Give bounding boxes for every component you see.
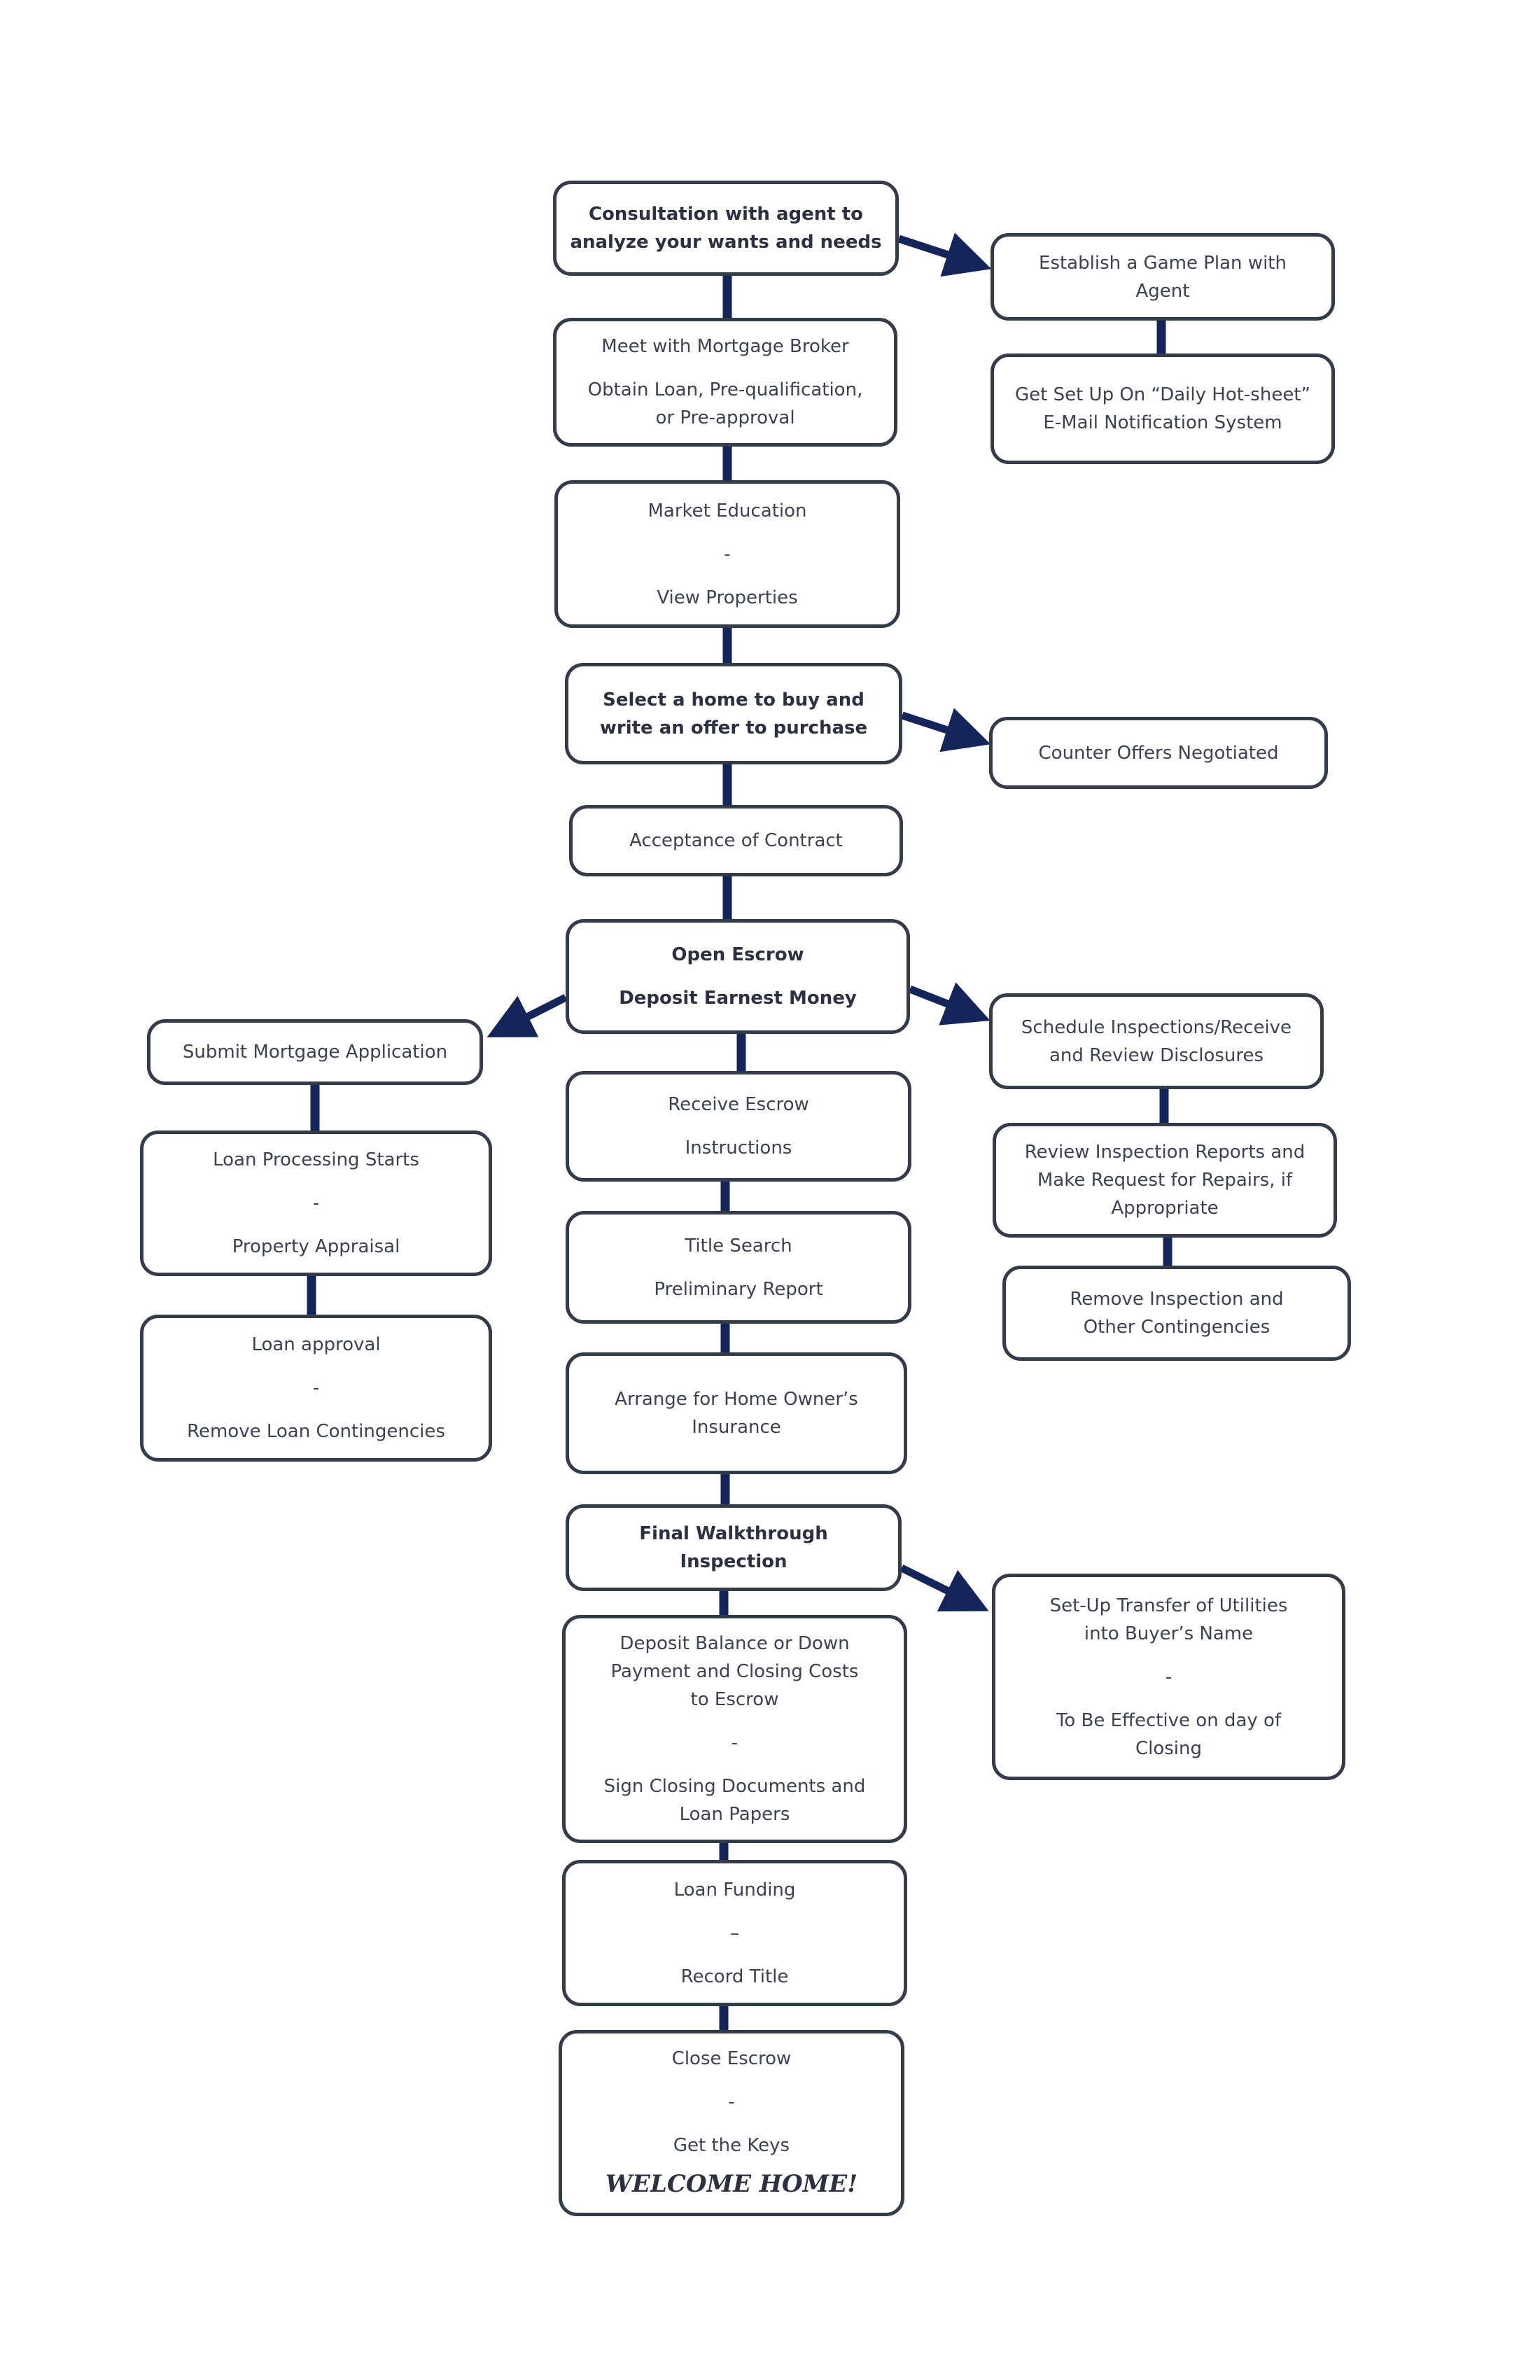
node-text-line: E-Mail Notification System — [1043, 412, 1282, 433]
node-text-line: Submit Mortgage Application — [182, 1042, 448, 1063]
separator-dash: - — [1165, 1666, 1172, 1688]
arrow-n1-r1 — [897, 232, 992, 277]
node-text-line: Obtain Loan, Pre-qualification, — [587, 379, 863, 400]
node-text-line: Get the Keys — [673, 2135, 790, 2156]
node-text-line: Consultation with agent to — [588, 204, 864, 225]
node-text-line: Appropriate — [1111, 1198, 1219, 1219]
node-text-line: Set-Up Transfer of Utilities — [1049, 1595, 1288, 1616]
node-text-line: Loan Papers — [679, 1804, 790, 1825]
separator-dash: - — [724, 543, 731, 565]
node-loan-approval: Loan approval - Remove Loan Contingencies — [140, 1315, 492, 1462]
node-text-line: Open Escrow — [671, 944, 804, 965]
separator-dash: - — [312, 1378, 320, 1399]
node-consultation: Consultation with agent to analyze your w… — [553, 181, 899, 276]
node-text-line: Select a home to buy and — [603, 689, 864, 710]
node-text-line: Arrange for Home Owner’s — [615, 1389, 858, 1410]
node-text-line: Review Inspection Reports and — [1024, 1142, 1306, 1163]
node-text-line: Remove Loan Contingencies — [187, 1421, 445, 1442]
separator-dash: - — [728, 2092, 735, 2113]
node-text-line: Instructions — [685, 1138, 792, 1158]
separator-dash: – — [730, 1922, 739, 1944]
node-text-line: Deposit Earnest Money — [619, 988, 857, 1009]
arrow-n10-r7 — [899, 1564, 989, 1611]
node-text-line: Preliminary Report — [654, 1278, 823, 1300]
node-text-line: Other Contingencies — [1083, 1317, 1270, 1338]
node-loan-processing: Loan Processing Starts - Property Appraisa… — [140, 1130, 492, 1276]
node-text-line: Inspection — [680, 1551, 788, 1572]
node-text-line: to Escrow — [690, 1689, 779, 1710]
node-text-line: or Pre-approval — [655, 407, 795, 428]
node-text-line: Record Title — [680, 1966, 789, 1987]
node-text-line: Loan Funding — [673, 1879, 796, 1900]
node-text-line: and Review Disclosures — [1049, 1044, 1264, 1066]
node-transfer-utilities: Set-Up Transfer of Utilities into Buyer’s… — [992, 1574, 1345, 1780]
node-text-line: Counter Offers Negotiated — [1038, 742, 1279, 764]
node-text-line: Loan approval — [251, 1334, 381, 1355]
arrow-n4-r3 — [901, 708, 991, 752]
node-submit-mortgage-application: Submit Mortgage Application — [147, 1019, 483, 1085]
node-text-line: Insurance — [692, 1417, 781, 1438]
node-text-line: Market Education — [648, 500, 807, 522]
node-text-line: Deposit Balance or Down — [620, 1633, 850, 1654]
node-select-home: Select a home to buy and write an offer t… — [565, 663, 902, 764]
welcome-home-text: WELCOME HOME! — [605, 2170, 858, 2198]
node-daily-hot-sheet: Get Set Up On “Daily Hot-sheet” E-Mail No… — [990, 354, 1335, 464]
node-acceptance-of-contract: Acceptance of Contract — [569, 805, 903, 876]
node-text-line: Payment and Closing Costs — [610, 1661, 859, 1682]
node-text-line: Sign Closing Documents and — [603, 1776, 866, 1797]
separator-dash: - — [312, 1193, 320, 1214]
node-text-line: Schedule Inspections/Receive — [1021, 1016, 1292, 1038]
node-text-line: into Buyer’s Name — [1084, 1623, 1254, 1644]
node-text-line: Remove Inspection and — [1070, 1289, 1284, 1310]
node-text-line: Receive Escrow — [668, 1094, 809, 1115]
node-text-line: Meet with Mortgage Broker — [601, 336, 849, 357]
node-schedule-inspections: Schedule Inspections/Receive and Review D… — [989, 993, 1324, 1089]
node-text-line: Final Walkthrough — [639, 1523, 828, 1544]
node-text-line: Establish a Game Plan with — [1039, 252, 1287, 274]
arrow-n6-r4 — [908, 982, 990, 1026]
node-text-line: analyze your wants and needs — [570, 232, 882, 253]
node-text-line: Acceptance of Contract — [629, 830, 843, 851]
node-text-line: Agent — [1135, 280, 1190, 302]
node-text-line: Loan Processing Starts — [213, 1149, 419, 1170]
node-market-education: Market Education - View Properties — [554, 480, 900, 628]
node-counter-offers: Counter Offers Negotiated — [989, 717, 1328, 789]
node-text-line: Closing — [1135, 1737, 1203, 1759]
separator-dash: - — [731, 1732, 738, 1754]
node-text-line: write an offer to purchase — [599, 717, 868, 738]
node-text-line: Property Appraisal — [232, 1236, 400, 1257]
node-text-line: Make Request for Repairs, if — [1037, 1170, 1293, 1191]
node-loan-funding: Loan Funding – Record Title — [562, 1860, 907, 2006]
node-text-line: Title Search — [685, 1235, 792, 1256]
node-text-line: Get Set Up On “Daily Hot-sheet” — [1014, 384, 1310, 405]
node-text-line: To Be Effective on day of — [1056, 1709, 1282, 1731]
node-text-line: Close Escrow — [671, 2048, 792, 2069]
node-text-line: View Properties — [657, 587, 798, 608]
arrow-n6-l1 — [486, 994, 568, 1037]
